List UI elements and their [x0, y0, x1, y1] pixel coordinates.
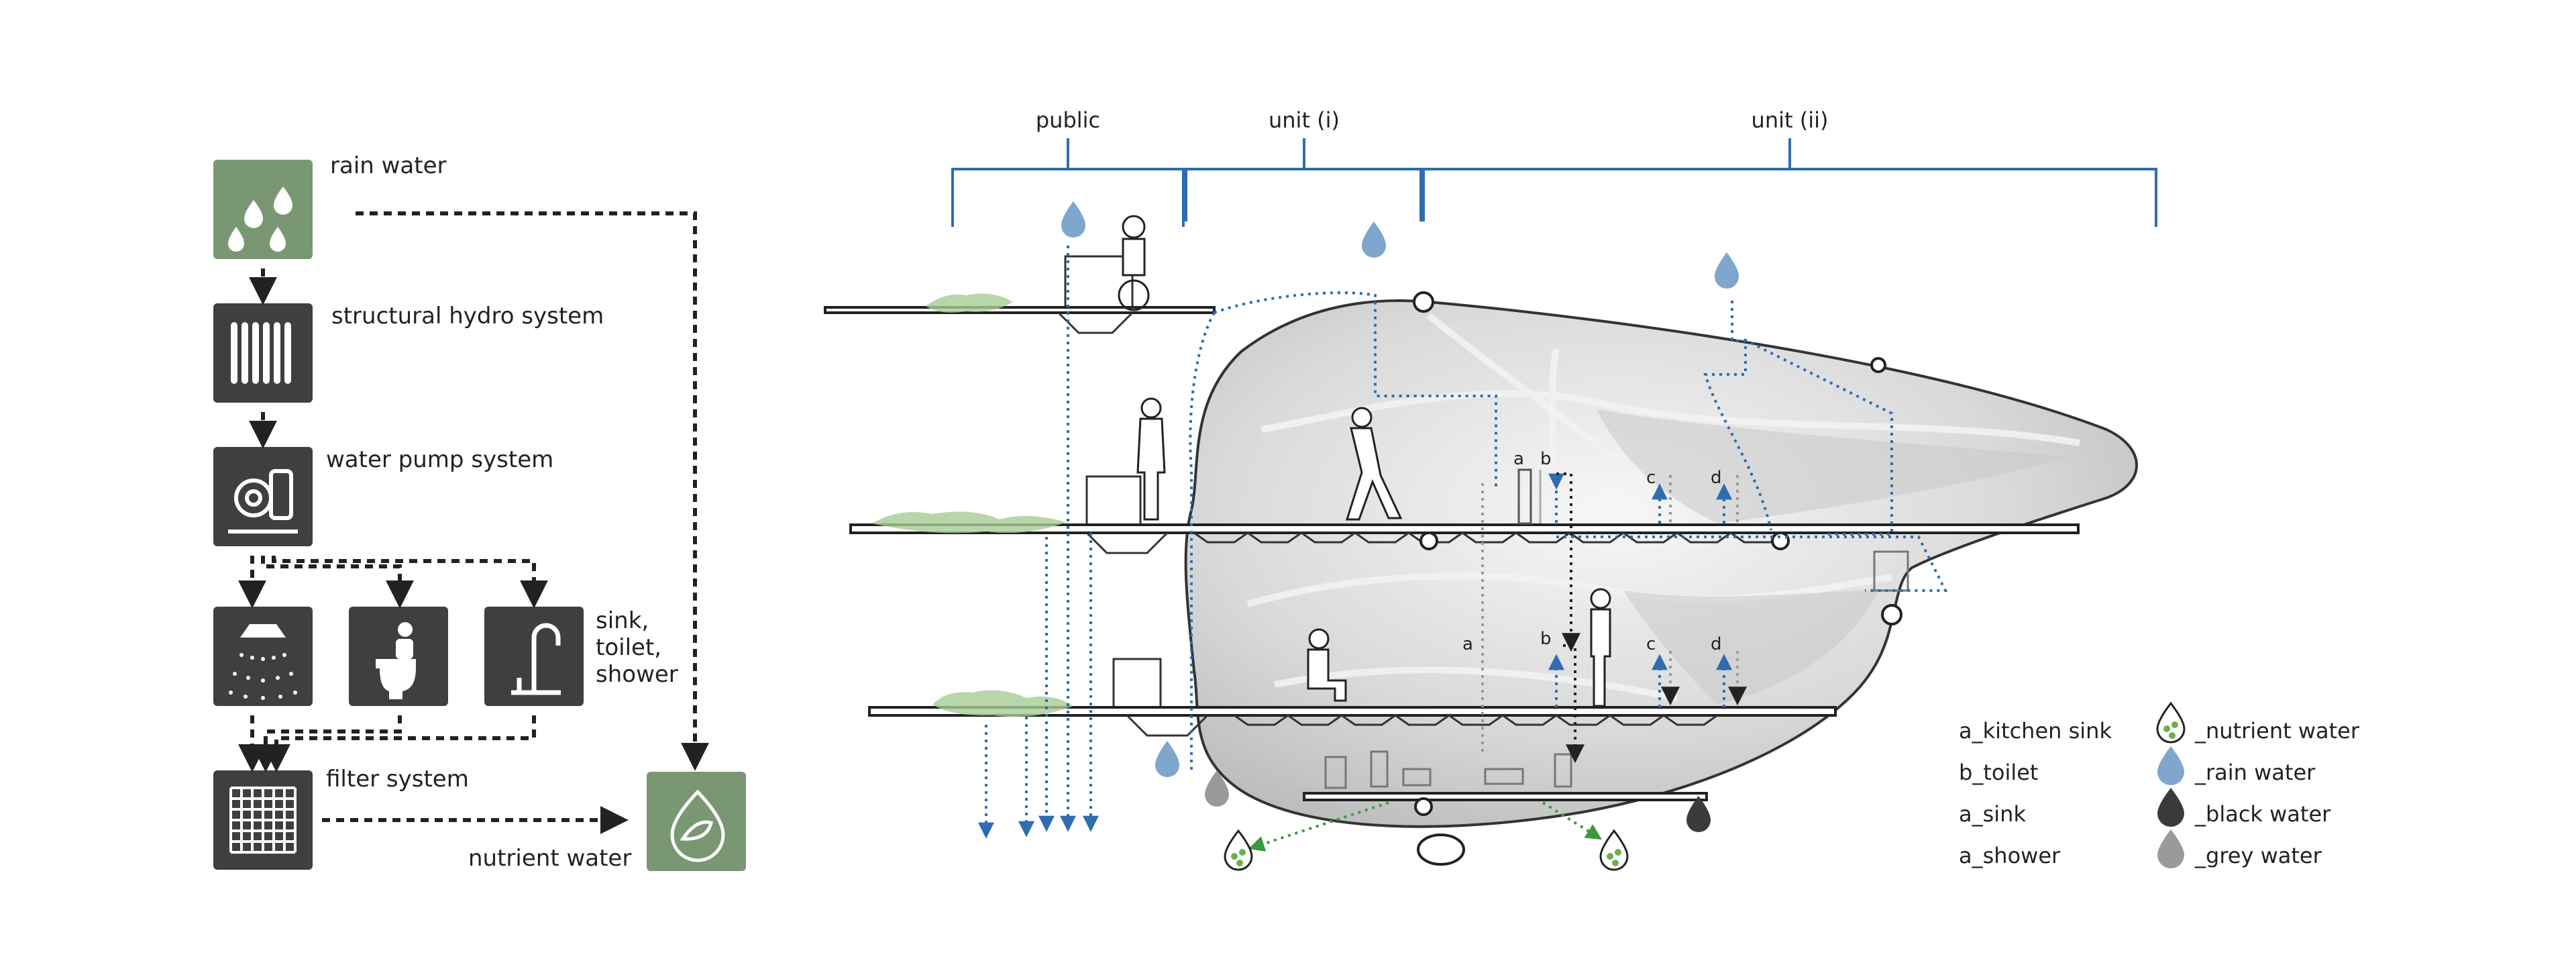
- leaf-drop-icon: [670, 789, 725, 862]
- legend-right-0: _nutrient water: [2194, 718, 2360, 744]
- legend-left-0: a_kitchen sink: [1959, 718, 2112, 744]
- toilet-icon: [376, 622, 416, 699]
- legend-right-3: _grey water: [2194, 843, 2322, 868]
- zone-brackets: [951, 138, 2157, 227]
- marker-d-2: d: [1711, 634, 1722, 654]
- rain-water-box: [213, 160, 313, 259]
- faucet-box: [484, 607, 584, 706]
- rain-drop-icons: [1061, 201, 1739, 777]
- nutrient-drop-icons: [1224, 829, 1629, 871]
- grid-filter-icon: [229, 787, 297, 854]
- nutrient-label: nutrient water: [468, 845, 631, 872]
- marker-a-1: a: [1513, 449, 1524, 469]
- fixtures-label-3: shower: [596, 661, 678, 688]
- filter-box: [213, 770, 313, 870]
- toilet-box: [349, 607, 448, 706]
- legend-right-2: _black water: [2194, 801, 2331, 827]
- marker-c-2: c: [1646, 634, 1656, 654]
- marker-a-2: a: [1462, 634, 1473, 654]
- grey-drop-icon: [1205, 770, 1229, 807]
- rain-water-label: rain water: [330, 152, 447, 179]
- floor-slabs: [824, 306, 2080, 801]
- nutrient-box: [647, 772, 746, 871]
- legend-left-3: a_shower: [1959, 843, 2061, 868]
- filter-label: filter system: [326, 766, 469, 793]
- wheelchair-figure: [1118, 215, 1150, 311]
- flow-arrows: [238, 211, 709, 834]
- legend: a_kitchen sink b_toilet a_sink a_shower …: [1959, 701, 2360, 868]
- vegetation: [872, 293, 1073, 717]
- rain-water-legend-icon: [2157, 746, 2184, 785]
- structural-hydro-label: structural hydro system: [331, 303, 604, 330]
- fixtures-label-2: toilet,: [596, 634, 661, 661]
- walking-figure: [1345, 407, 1403, 521]
- shell-nodes: [1413, 291, 1902, 866]
- standing-figure-1: [1136, 397, 1166, 521]
- water-pump-icon: [228, 469, 298, 534]
- legend-right-1: _rain water: [2194, 760, 2316, 785]
- structural-hydro-box: [213, 303, 313, 403]
- zone-unit-i: unit (i): [1269, 107, 1340, 133]
- zone-unit-ii: unit (ii): [1752, 107, 1829, 133]
- fixtures-label-1: sink,: [596, 607, 649, 634]
- sitting-figure: [1307, 628, 1347, 702]
- radiator-icon: [231, 322, 291, 384]
- figures: [1118, 215, 1611, 707]
- nutrient-drop-icon: [1224, 829, 1253, 871]
- rain-drop-icon: [1715, 252, 1739, 289]
- shower-icon: [229, 624, 297, 700]
- rain-drops-icon: [228, 187, 292, 252]
- standing-figure-2: [1590, 588, 1611, 707]
- grey-water-lines: [1481, 475, 1747, 752]
- nutrient-lines: [1248, 801, 1603, 852]
- rain-drop-icon: [1155, 741, 1179, 777]
- pod-shading: [1597, 409, 2066, 705]
- marker-d-1: d: [1711, 468, 1722, 488]
- nutrient-water-legend-icon: [2156, 701, 2186, 744]
- zone-public: public: [1036, 107, 1100, 133]
- legend-left-2: a_sink: [1959, 801, 2026, 827]
- rain-water-lines: [978, 246, 1948, 839]
- flow-diagram: rain water structural hydro system: [213, 152, 746, 872]
- water-pump-box: [213, 447, 313, 546]
- marker-b-2: b: [1540, 629, 1552, 649]
- black-water-legend-icon: [2157, 788, 2184, 827]
- legend-left-1: b_toilet: [1959, 760, 2038, 785]
- shower-box: [213, 607, 313, 706]
- pod-shell: [1184, 299, 2138, 828]
- section-drawing: a b c d a b c d: [824, 201, 2138, 871]
- black-drop-icon: [1686, 796, 1711, 832]
- grey-water-legend-icon: [2157, 829, 2184, 868]
- faucet-icon: [511, 623, 561, 695]
- rain-drop-icon: [1362, 221, 1386, 258]
- marker-b-1: b: [1540, 449, 1552, 469]
- nutrient-drop-icon: [1599, 829, 1629, 871]
- marker-c-1: c: [1646, 468, 1656, 488]
- black-water-lines: [1556, 472, 1585, 764]
- water-pump-label: water pump system: [326, 446, 553, 473]
- rain-drop-icon: [1061, 201, 1085, 238]
